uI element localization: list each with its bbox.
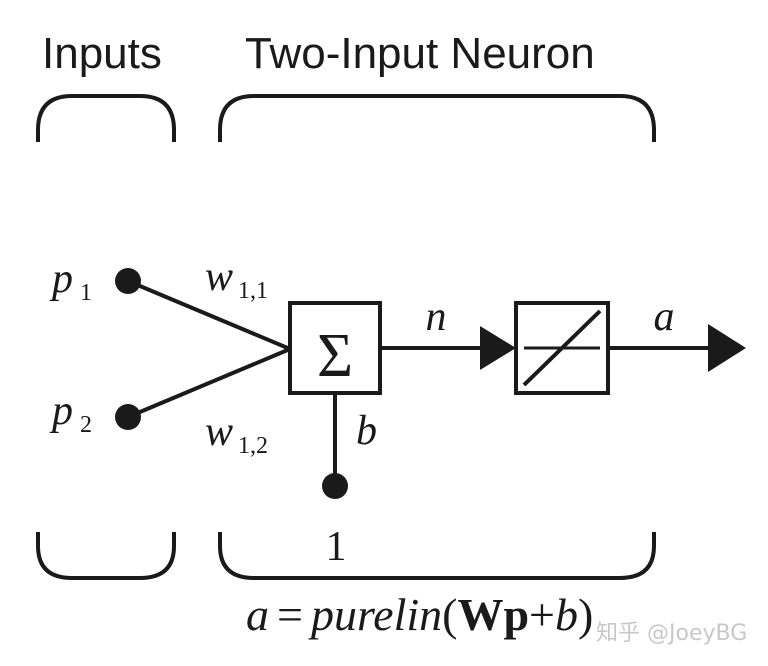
bias-label: b [356, 408, 377, 454]
neuron-bottom-brace [218, 532, 656, 580]
weight-w12-subscript: 1,2 [238, 433, 268, 459]
summation-symbol: Σ [317, 322, 353, 390]
net-input-arrowhead [480, 326, 516, 370]
input-p1-subscript: 1 [80, 280, 92, 306]
weight-w11-subscript: 1,1 [238, 278, 268, 304]
inputs-top-brace [36, 94, 176, 142]
input-p2-subscript: 2 [80, 412, 92, 438]
equation-close-paren: ) [578, 589, 593, 640]
equation-b: b [555, 589, 578, 640]
equation-plus: + [529, 589, 555, 640]
input-p1-symbol: p [49, 256, 73, 302]
equation-open-paren: ( [442, 589, 457, 640]
weight-w11-symbol: w [205, 254, 233, 300]
neuron-top-brace [218, 94, 656, 142]
output-arrowhead [708, 324, 746, 372]
linear-function-line [522, 309, 602, 387]
net-input-label: n [426, 294, 447, 340]
equation-func: purelin [308, 589, 442, 640]
equation-lhs: a [246, 589, 269, 640]
bias-node [322, 473, 348, 499]
bias-input-value: 1 [326, 524, 347, 570]
weight-line-1 [127, 279, 291, 351]
inputs-bottom-brace [36, 532, 176, 580]
watermark: 知乎 @JoeyBG [596, 621, 747, 646]
weight-w12-symbol: w [205, 409, 233, 455]
inputs-header: Inputs [42, 29, 162, 78]
equation: a=purelin(Wp+b) [246, 589, 593, 640]
weight-line-2 [127, 347, 291, 419]
equation-p: p [503, 589, 529, 640]
equation-equals: = [277, 589, 303, 640]
input-p2-symbol: p [49, 388, 73, 434]
neuron-header: Two-Input Neuron [245, 29, 595, 78]
equation-W: W [457, 589, 503, 640]
output-label: a [654, 294, 675, 340]
